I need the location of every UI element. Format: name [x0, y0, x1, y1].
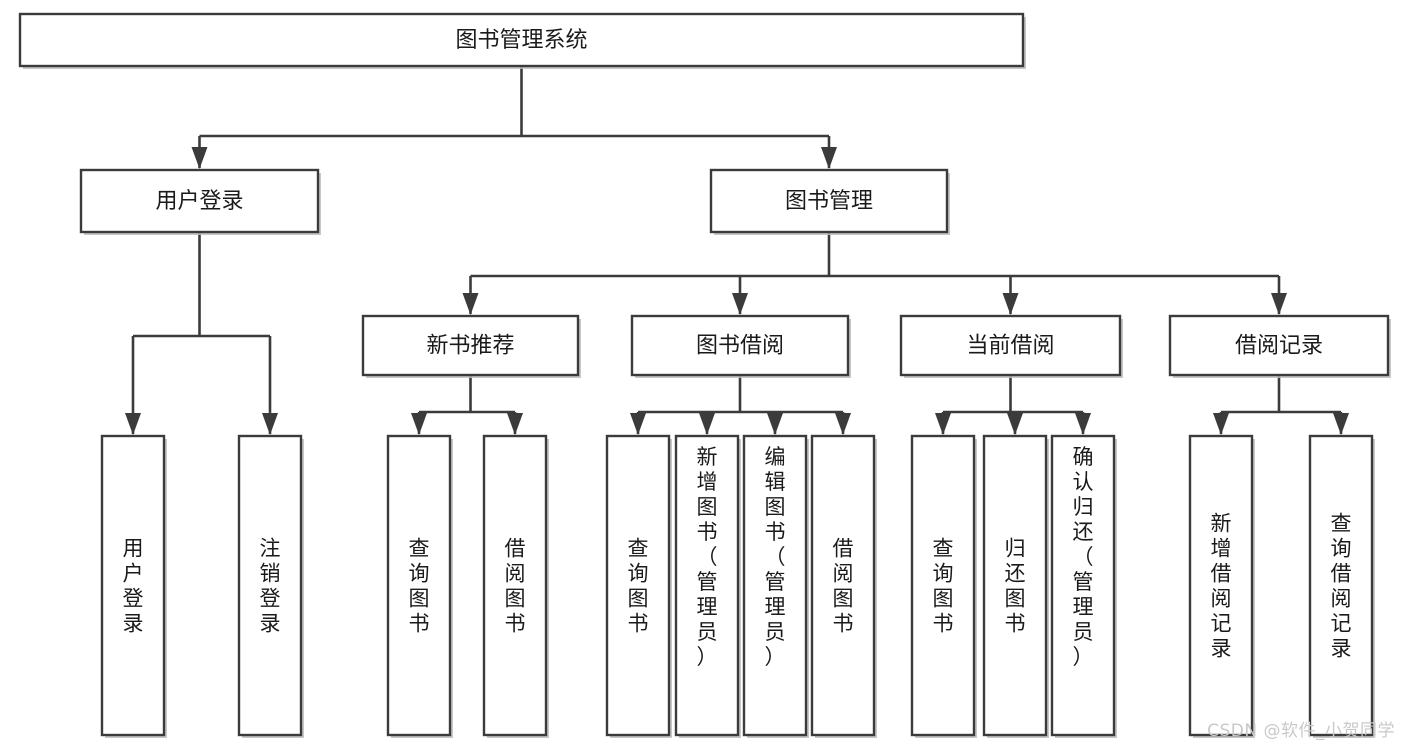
node-label: 借阅图书 — [505, 537, 526, 636]
node-new-book-rec[interactable]: 新书推荐 — [361, 314, 581, 378]
node-label: 用户登录 — [123, 537, 144, 636]
arrow-to-leaf-add-book — [699, 413, 715, 435]
arrow-to-leaf-confirm-return — [1075, 413, 1091, 435]
node-label: 新增借阅记录 — [1211, 512, 1232, 661]
node-leaf-query-book-1[interactable]: 查询图书 — [386, 434, 453, 738]
arrow-to-current-borrow — [1002, 293, 1019, 315]
node-leaf-query-book-3[interactable]: 查询图书 — [910, 434, 977, 738]
node-label: 借阅记录 — [1235, 334, 1323, 359]
node-label: 新增图书（管理员） — [697, 445, 718, 669]
node-leaf-user-login[interactable]: 用户登录 — [100, 434, 167, 738]
node-leaf-confirm-return[interactable]: 确认归还（管理员） — [1050, 434, 1117, 738]
node-label: 归还图书 — [1005, 537, 1026, 636]
node-borrow-record[interactable]: 借阅记录 — [1168, 314, 1391, 378]
node-label: 注销登录 — [260, 537, 281, 636]
connector-layer — [125, 66, 1349, 435]
node-label: 借阅图书 — [833, 537, 854, 636]
arrow-to-book-manage — [821, 147, 837, 169]
arrow-to-leaf-user-login — [125, 413, 141, 435]
node-leaf-query-book-2[interactable]: 查询图书 — [605, 434, 672, 738]
arrow-to-leaf-query-book-1 — [411, 413, 427, 435]
node-layer: 图书管理系统用户登录图书管理新书推荐图书借阅当前借阅借阅记录用户登录注销登录查询… — [18, 12, 1391, 738]
arrow-to-leaf-query-record — [1333, 413, 1349, 435]
node-leaf-query-record[interactable]: 查询借阅记录 — [1308, 434, 1375, 738]
arrow-to-borrow-record — [1271, 293, 1287, 315]
node-root-system-title[interactable]: 图书管理系统 — [18, 12, 1026, 69]
node-leaf-return-book[interactable]: 归还图书 — [982, 434, 1049, 738]
node-label: 图书管理 — [785, 189, 873, 214]
node-label: 图书借阅 — [696, 334, 784, 359]
arrow-to-leaf-query-book-3 — [935, 413, 951, 435]
arrow-to-leaf-return-book — [1007, 413, 1023, 435]
arrow-to-leaf-edit-book — [767, 413, 783, 435]
arrow-to-new-book-rec — [462, 293, 479, 315]
node-leaf-borrow-book-1[interactable]: 借阅图书 — [482, 434, 549, 738]
arrow-to-leaf-borrow-book-2 — [835, 413, 851, 435]
node-book-manage[interactable]: 图书管理 — [709, 168, 950, 235]
arrow-to-book-borrow — [732, 293, 748, 315]
node-book-borrow[interactable]: 图书借阅 — [630, 314, 851, 378]
node-label: 查询图书 — [628, 537, 649, 636]
node-leaf-add-book[interactable]: 新增图书（管理员） — [674, 434, 741, 738]
arrow-to-user-login — [191, 147, 208, 169]
node-leaf-user-logout[interactable]: 注销登录 — [237, 434, 304, 738]
watermark-label: CSDN @软件_小贺同学 — [1207, 721, 1395, 741]
node-label: 编辑图书（管理员） — [765, 445, 786, 669]
node-current-borrow[interactable]: 当前借阅 — [899, 314, 1123, 378]
node-label: 查询图书 — [409, 537, 430, 636]
node-label: 新书推荐 — [426, 334, 514, 359]
node-user-login[interactable]: 用户登录 — [79, 168, 321, 235]
node-label: 查询图书 — [933, 537, 954, 636]
node-leaf-add-record[interactable]: 新增借阅记录 — [1188, 434, 1255, 738]
arrow-to-leaf-borrow-book-1 — [507, 413, 523, 435]
node-leaf-borrow-book-2[interactable]: 借阅图书 — [810, 434, 877, 738]
node-label: 当前借阅 — [966, 334, 1054, 359]
node-label: 查询借阅记录 — [1331, 512, 1352, 661]
node-label: 图书管理系统 — [455, 28, 587, 53]
arrow-to-leaf-query-book-2 — [630, 413, 646, 435]
arrow-to-leaf-user-logout — [262, 413, 278, 435]
node-label: 用户登录 — [155, 189, 243, 214]
node-leaf-edit-book[interactable]: 编辑图书（管理员） — [742, 434, 809, 738]
arrow-to-leaf-add-record — [1213, 413, 1229, 435]
node-label: 确认归还（管理员） — [1073, 445, 1094, 669]
